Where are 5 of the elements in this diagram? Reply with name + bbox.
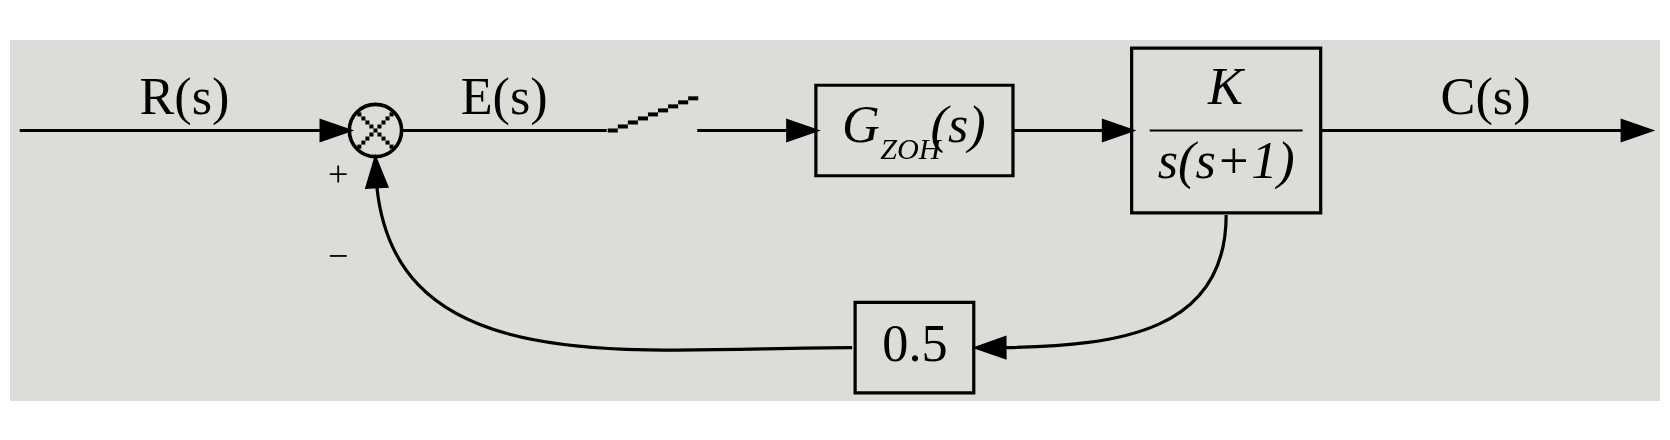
edge-label: C(s) (1440, 66, 1531, 125)
edge-label: R(s) (139, 66, 230, 125)
node-label: + (328, 153, 349, 194)
node-label: − (328, 235, 349, 276)
edge-label: E(s) (460, 66, 548, 125)
